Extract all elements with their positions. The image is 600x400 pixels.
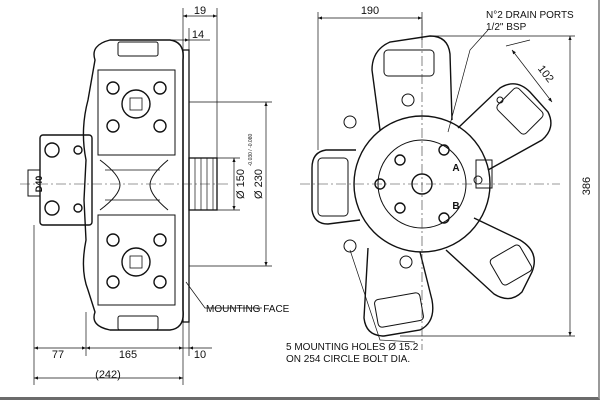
right-dimension-lines	[317, 12, 575, 343]
upper-cylinder-housing	[97, 69, 176, 156]
lower-cylinder-housing	[97, 214, 176, 306]
dim-165: 165	[119, 349, 137, 361]
mounting-face-label: MOUNTING FACE	[206, 304, 290, 315]
cylinder-arm-upper-right	[457, 83, 552, 189]
dim-dia-150: Ø 150	[235, 169, 247, 199]
left-dimension-lines	[33, 8, 272, 385]
right-centerlines	[300, 20, 560, 350]
dim-dia-230: Ø 230	[253, 169, 265, 199]
drain-ports-line-2: 1/2" BSP	[486, 22, 527, 33]
port-a-label: A	[452, 163, 459, 174]
dim-10: 10	[194, 349, 206, 361]
mounting-holes-line-2: ON 254 CIRCLE BOLT DIA.	[286, 354, 410, 365]
mounting-holes-line-1: 5 MOUNTING HOLES Ø 15.2	[286, 342, 419, 353]
mounting-flange	[182, 49, 190, 323]
dim-102: 102	[535, 63, 556, 85]
cylinder-arm-bottom	[363, 247, 434, 337]
cylinder-arm-left	[311, 115, 361, 253]
dim-77: 77	[52, 349, 64, 361]
side-view	[27, 39, 218, 331]
dim-242: (242)	[95, 369, 121, 381]
dim-19: 19	[194, 5, 206, 17]
dim-150-tolerance: -0.030 / -0.080	[248, 134, 254, 167]
dim-14: 14	[192, 29, 204, 41]
port-label-d40: D40	[34, 176, 44, 193]
drain-ports-line-1: N°2 DRAIN PORTS	[486, 10, 574, 21]
cylinder-arm-lower-right	[445, 217, 535, 300]
front-view	[311, 35, 552, 337]
port-b-label: B	[452, 201, 459, 212]
dim-190: 190	[361, 5, 379, 17]
dim-386: 386	[581, 177, 593, 195]
cylinder-arm-top	[371, 35, 453, 131]
